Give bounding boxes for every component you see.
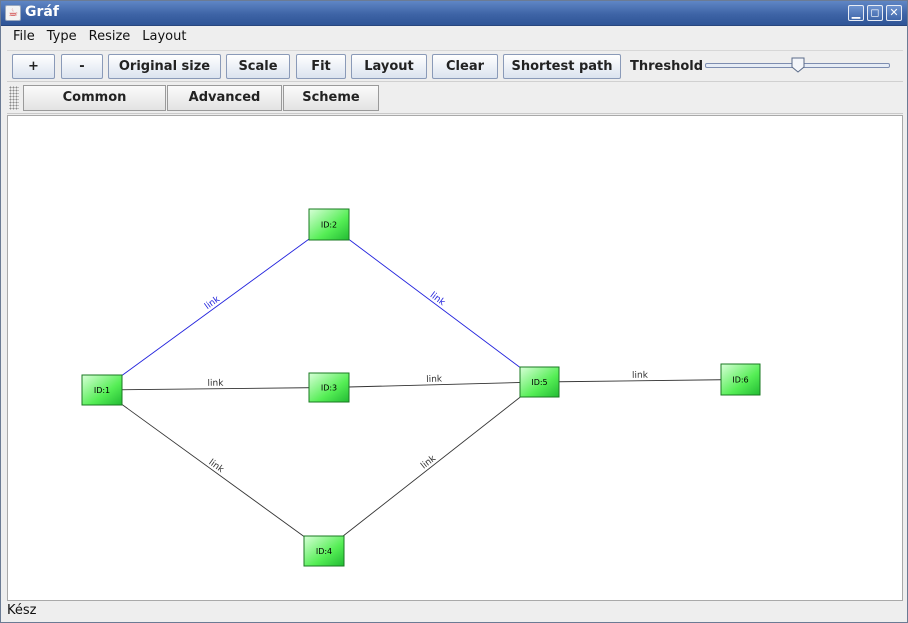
- node-label: ID:6: [732, 376, 748, 385]
- status-text: Kész: [7, 603, 37, 618]
- window-title: Gráf: [25, 4, 59, 20]
- scale-button[interactable]: Scale: [226, 54, 290, 79]
- toolbar-grip[interactable]: [9, 86, 19, 110]
- node-label: ID:4: [316, 547, 332, 556]
- java-cup-icon: ☕: [5, 5, 21, 21]
- node-box[interactable]: [308, 372, 350, 403]
- title-bar[interactable]: ☕ Gráf ▁ ◻ ✕: [1, 1, 907, 26]
- advanced-search-button[interactable]: Advanced search: [167, 85, 282, 129]
- maximize-icon[interactable]: ◻: [867, 5, 883, 21]
- graph-node[interactable]: ID:6: [720, 363, 761, 396]
- status-bar: Kész: [7, 602, 903, 620]
- menu-bar: File Type Resize Layout: [7, 27, 903, 47]
- menu-type[interactable]: Type: [46, 29, 77, 44]
- edge-label: link: [426, 375, 443, 385]
- fit-button[interactable]: Fit: [296, 54, 346, 79]
- menu-layout[interactable]: Layout: [142, 29, 187, 44]
- graph-node[interactable]: ID:3: [308, 372, 350, 403]
- node-box[interactable]: [519, 366, 560, 398]
- menu-resize[interactable]: Resize: [88, 29, 131, 44]
- node-label: ID:1: [94, 386, 110, 395]
- graph-node[interactable]: ID:5: [519, 366, 560, 398]
- node-box[interactable]: [308, 208, 350, 241]
- node-box[interactable]: [720, 363, 761, 396]
- edge-label: link: [632, 371, 649, 381]
- graph-edge[interactable]: [323, 381, 540, 552]
- node-label: ID:2: [321, 221, 337, 230]
- threshold-slider-thumb[interactable]: [791, 57, 805, 73]
- graph-edge[interactable]: [101, 387, 330, 391]
- zoom-in-button[interactable]: +: [12, 54, 55, 79]
- edge-label: link: [207, 379, 224, 389]
- graph-node[interactable]: ID:4: [303, 535, 345, 567]
- graph-node[interactable]: ID:2: [308, 208, 350, 241]
- minimize-icon[interactable]: ▁: [848, 5, 864, 21]
- main-toolbar: + - Original size Scale Fit Layout Clear…: [7, 50, 903, 82]
- common-neighbours-button[interactable]: Common neighbours: [23, 85, 166, 129]
- threshold-label: Threshold: [630, 59, 704, 74]
- scheme-panel-button[interactable]: Scheme panel: [283, 85, 379, 129]
- close-icon[interactable]: ✕: [886, 5, 902, 21]
- graph-edge[interactable]: [101, 224, 330, 391]
- graph-node[interactable]: ID:1: [81, 374, 123, 406]
- node-label: ID:5: [531, 378, 547, 387]
- node-label: ID:3: [321, 384, 337, 393]
- graph-edge[interactable]: [539, 379, 741, 383]
- node-box[interactable]: [303, 535, 345, 567]
- graph-edge[interactable]: [328, 224, 540, 383]
- shortest-path-button[interactable]: Shortest path: [503, 54, 621, 79]
- original-size-button[interactable]: Original size: [108, 54, 221, 79]
- graph-edge[interactable]: [101, 389, 325, 552]
- zoom-out-button[interactable]: -: [61, 54, 103, 79]
- clear-button[interactable]: Clear: [432, 54, 498, 79]
- secondary-toolbar: Common neighbours Advanced search Scheme…: [7, 83, 903, 129]
- node-box[interactable]: [81, 374, 123, 406]
- graph-edge[interactable]: [328, 381, 540, 388]
- menu-file[interactable]: File: [13, 29, 35, 44]
- layout-button[interactable]: Layout: [351, 54, 427, 79]
